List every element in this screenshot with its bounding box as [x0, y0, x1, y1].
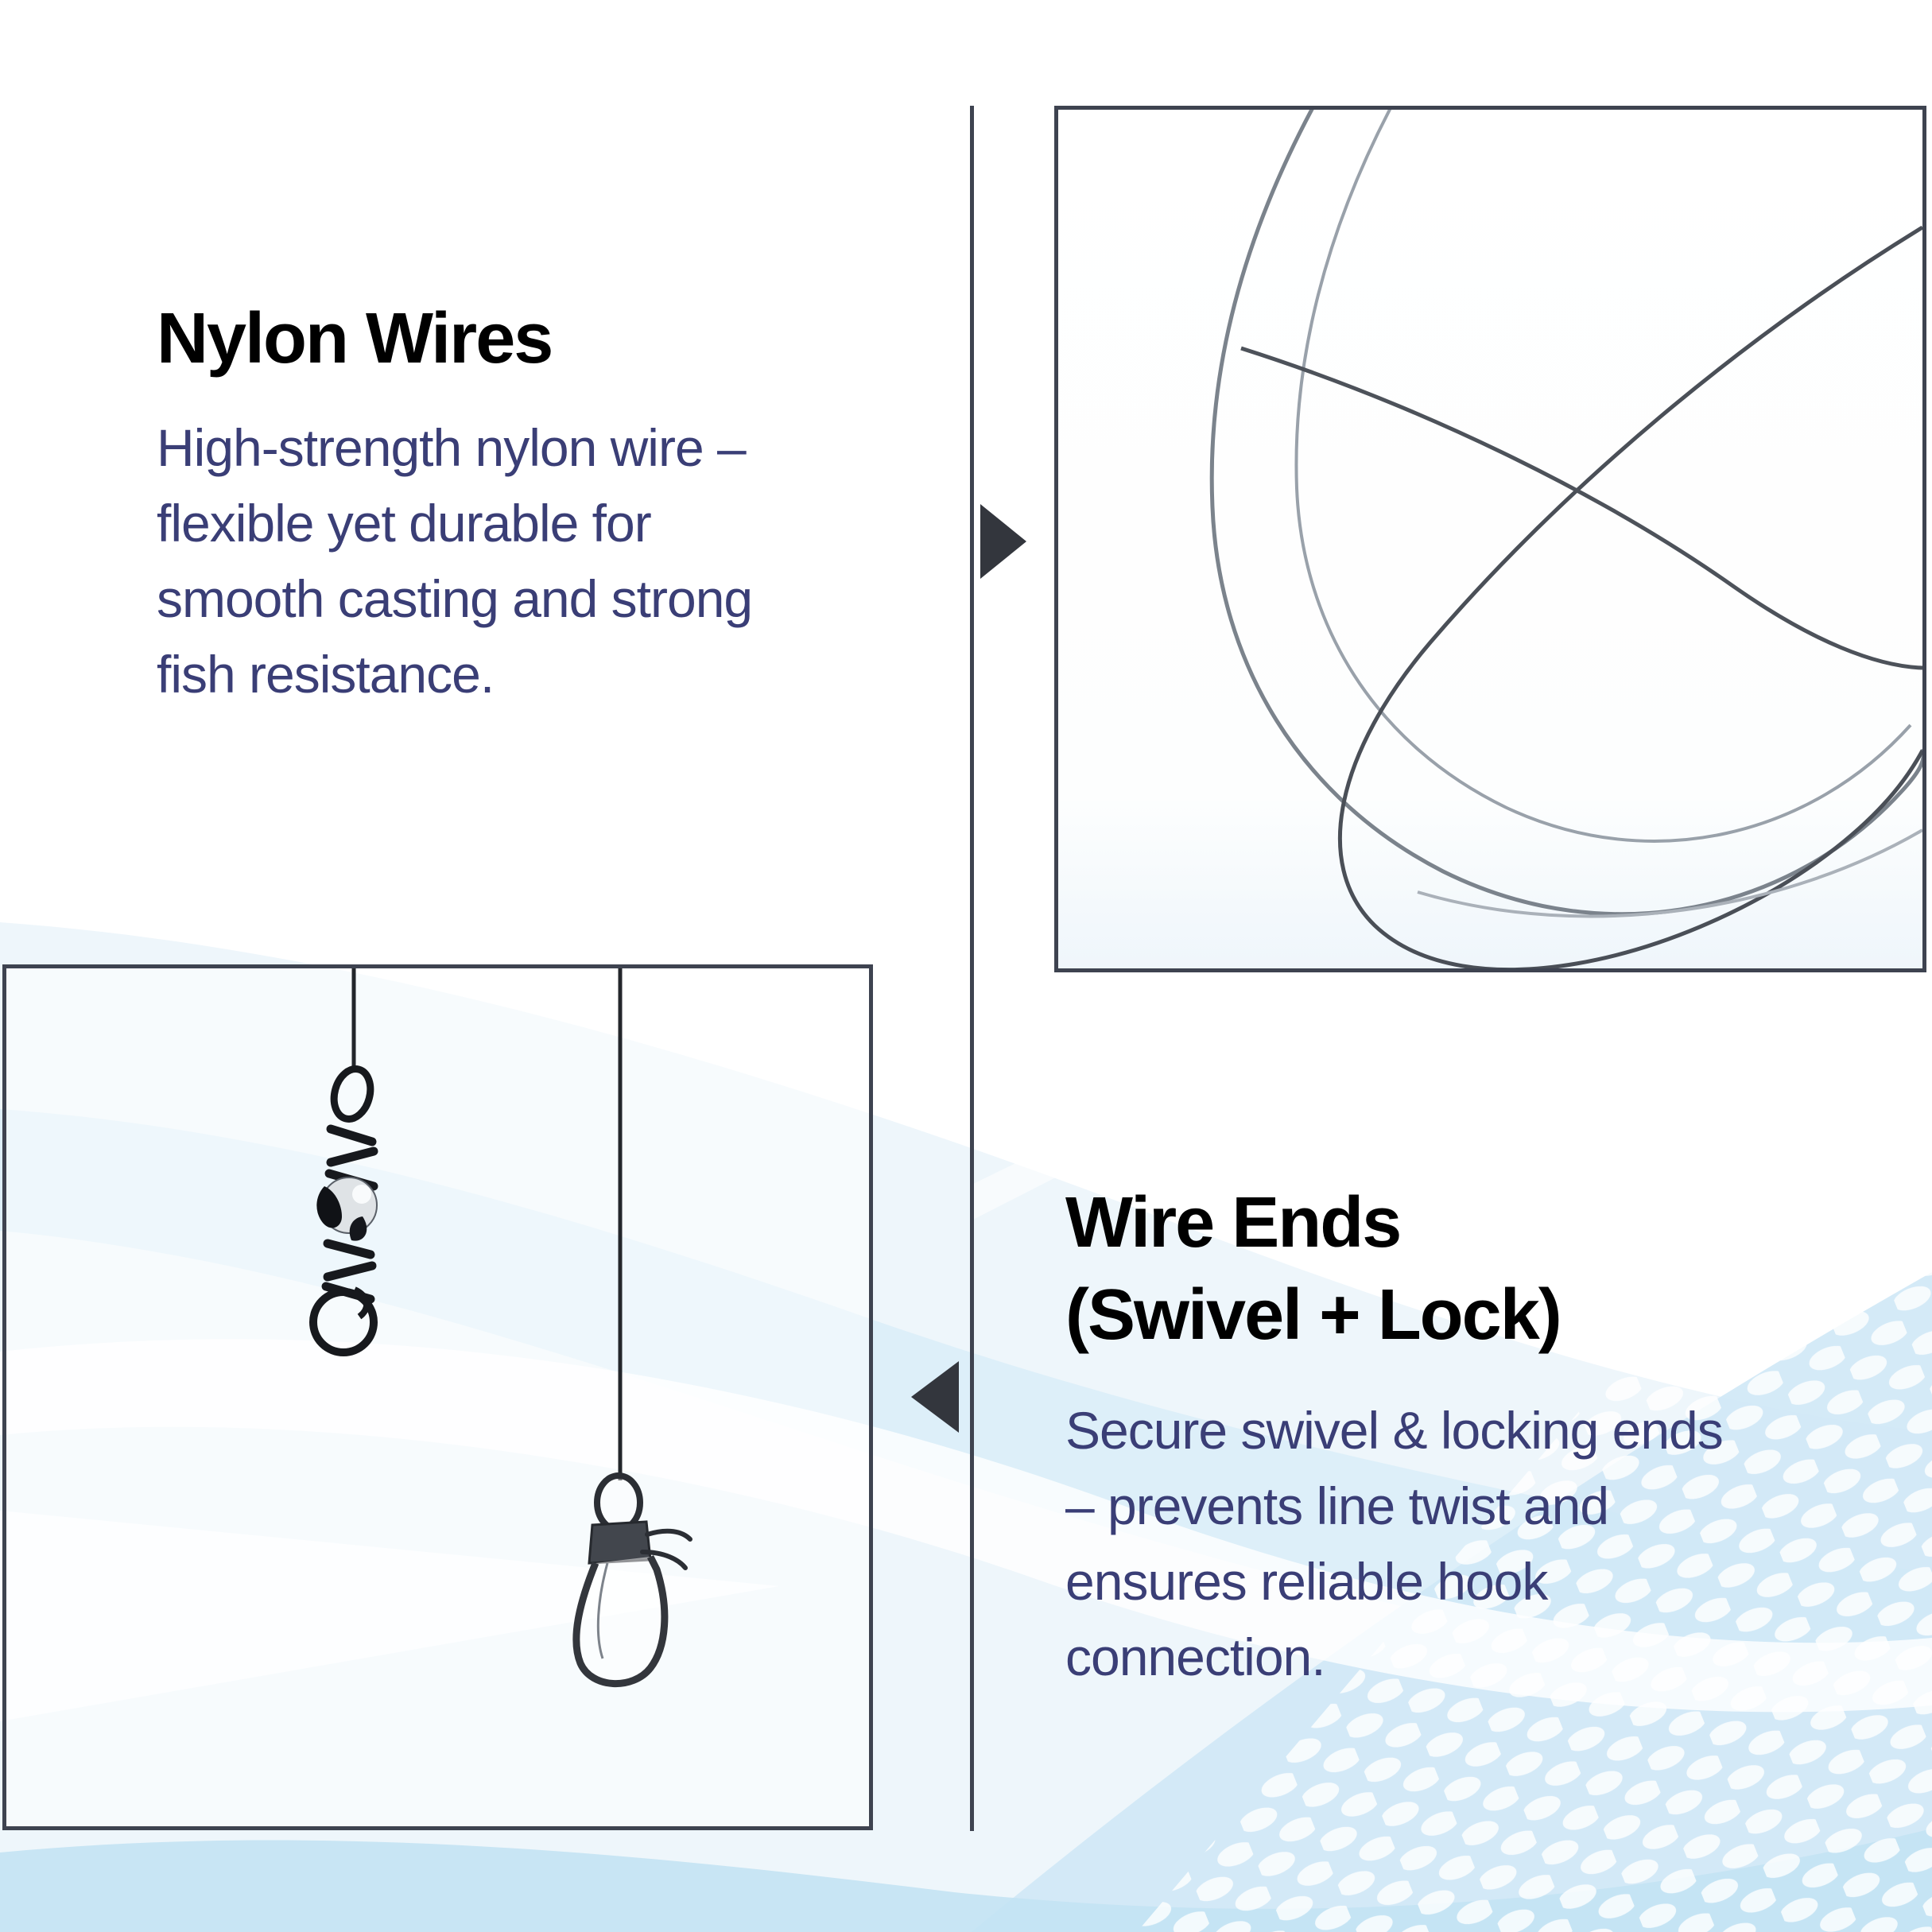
wire-ends-title-line1: Wire Ends — [1065, 1183, 1402, 1263]
wire-strand — [1294, 110, 1912, 843]
description-line: smooth casting and strong — [157, 569, 753, 628]
description-line: flexible yet durable for — [157, 494, 652, 553]
wire-coil-image — [1209, 110, 1922, 968]
barrel-swivel — [309, 968, 378, 1356]
divider-line — [970, 106, 974, 1831]
description-line: ensures reliable hook — [1065, 1552, 1548, 1611]
swivel-lock-photo-frame — [2, 964, 873, 1830]
wire-ends-description: Secure swivel & locking ends – prevents … — [1065, 1393, 1924, 1695]
nylon-wires-title: Nylon Wires — [157, 299, 553, 378]
nylon-wires-section: Nylon Wires High-strength nylon wire – f… — [157, 293, 952, 712]
wire-strand — [1337, 225, 1922, 968]
diagonal-streak — [972, 976, 1449, 1220]
wire-ends-title-line2: (Swivel + Lock) — [1065, 1275, 1562, 1355]
nylon-wire-photo-frame — [1054, 106, 1926, 972]
arrow-right-icon — [980, 504, 1026, 579]
wire-strand — [1417, 828, 1922, 918]
arrow-left-icon — [911, 1361, 959, 1433]
halftone-dots-pattern — [1137, 994, 1932, 1932]
wire-strand — [1209, 110, 1922, 917]
snap-lock — [572, 968, 692, 1687]
description-line: fish resistance. — [157, 645, 495, 704]
wire-ends-section: Wire Ends (Swivel + Lock) Secure swivel … — [1065, 1177, 1924, 1695]
description-line: Secure swivel & locking ends — [1065, 1401, 1724, 1460]
description-line: High-strength nylon wire – — [157, 418, 747, 477]
description-line: – prevents line twist and — [1065, 1476, 1609, 1535]
nylon-wires-description: High-strength nylon wire – flexible yet … — [157, 410, 952, 712]
wire-strand — [1240, 346, 1922, 670]
swivel-and-snap-lock-image — [309, 968, 692, 1687]
description-line: connection. — [1065, 1627, 1326, 1686]
